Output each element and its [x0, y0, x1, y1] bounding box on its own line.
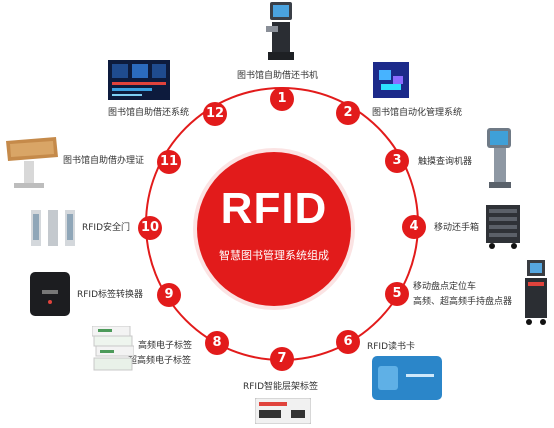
badge-3: 3	[385, 149, 409, 173]
badge-11: 11	[157, 150, 181, 174]
badge-2: 2	[336, 101, 360, 125]
inventory-cart-icon	[525, 260, 547, 325]
label-9: RFID标签转换器	[77, 290, 144, 300]
shelf-label-icon	[255, 398, 311, 424]
center-disc: RFID 智慧图书管理系统组成	[197, 152, 351, 306]
badge-9: 9	[157, 283, 181, 307]
center-title: RFID	[220, 184, 328, 233]
badge-12: 12	[203, 102, 227, 126]
badge-7: 7	[270, 347, 294, 371]
label-10: RFID安全门	[82, 223, 131, 233]
query-terminal-icon	[487, 128, 511, 188]
tag-converter-icon	[30, 272, 70, 316]
label-5a: 移动盘点定位车	[413, 282, 477, 292]
badge-10: 10	[138, 216, 162, 240]
kiosk-icon	[266, 2, 294, 60]
label-5b: 高频、超高频手持盘点器	[413, 297, 513, 307]
touch-table-icon	[6, 137, 58, 188]
label-7: RFID智能层架标签	[243, 382, 319, 392]
label-2: 图书馆自动化管理系统	[372, 108, 463, 118]
security-gate-icon	[31, 210, 75, 246]
label-12: 图书馆自助借还系统	[108, 108, 190, 118]
badge-6: 6	[336, 330, 360, 354]
label-1: 图书馆自助借还书机	[237, 71, 319, 81]
dashboard-icon	[108, 60, 170, 100]
label-4: 移动还手箱	[434, 223, 480, 233]
label-8a: 高频电子标签	[138, 341, 193, 351]
label-11: 图书馆自助借办理证	[63, 156, 145, 166]
badge-1: 1	[270, 87, 294, 111]
badge-4: 4	[402, 215, 426, 239]
label-6: RFID读书卡	[367, 342, 416, 352]
electronic-tags-icon	[92, 326, 134, 371]
center-subtitle: 智慧图书管理系统组成	[219, 249, 329, 262]
management-system-icon	[373, 62, 409, 98]
badge-8: 8	[205, 331, 229, 355]
label-8b: 超高频电子标签	[128, 356, 192, 366]
label-3: 触摸查询机器	[418, 157, 473, 167]
reader-card-icon	[372, 356, 442, 400]
badge-5: 5	[385, 282, 409, 306]
return-box-icon	[486, 205, 520, 249]
